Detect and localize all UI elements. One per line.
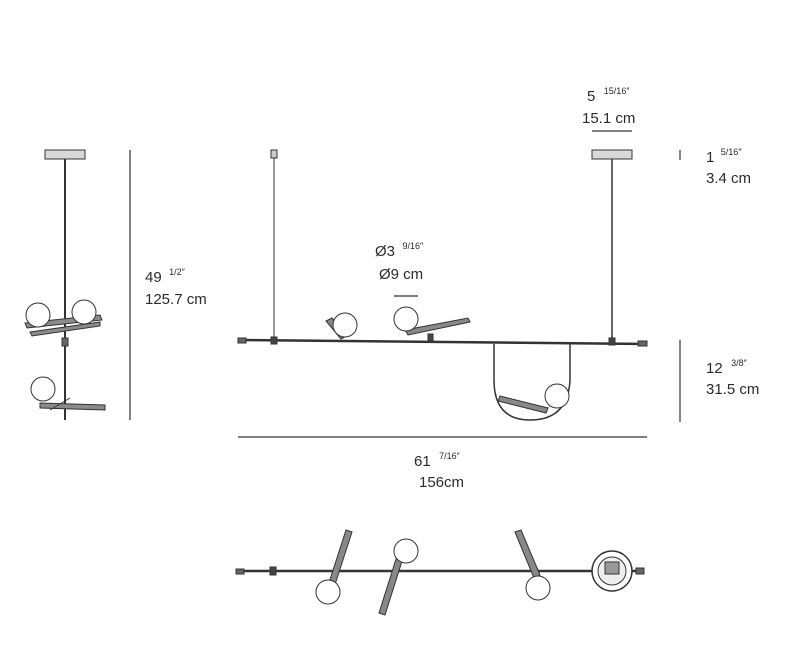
canopy-height-label: 1 5/16″ (706, 147, 742, 166)
top-arm-3 (514, 529, 541, 579)
globe-diameter-metric: Ø9 cm (379, 266, 423, 283)
side-globe-2 (71, 299, 97, 325)
side-canopy (44, 149, 86, 160)
side-view (24, 149, 106, 420)
arm-2 (404, 317, 471, 336)
canopy-width-label: 5 15/16″ (587, 86, 630, 105)
drop-height-label: 12 3/8″ (706, 358, 748, 377)
canopy-height-metric: 3.4 cm (706, 170, 751, 187)
total-height-metric: 125.7 cm (145, 291, 207, 308)
globe-2 (393, 306, 419, 332)
side-joint (61, 337, 69, 347)
top-rod-end-left (235, 568, 245, 575)
rod-end-right (637, 340, 648, 347)
canopy-width-metric: 15.1 cm (582, 110, 635, 127)
main-rod (239, 338, 648, 346)
drop-height-metric: 31.5 cm (706, 381, 759, 398)
globe-diameter-label: Ø3 9/16″ (375, 241, 424, 260)
side-globe-1 (25, 302, 51, 328)
globe-1 (332, 312, 358, 338)
total-length-metric: 156cm (419, 474, 464, 491)
top-globe-2 (393, 538, 419, 564)
top-view (235, 529, 645, 616)
front-view (237, 149, 648, 421)
left-cable-clip (270, 149, 278, 159)
side-upper-arm-2 (29, 321, 101, 337)
rod-joint-right (608, 337, 616, 346)
rod-joint-left (270, 336, 278, 345)
total-height-label: 49 1/2″ (145, 267, 186, 286)
top-rod-joint (269, 566, 277, 576)
top-arm-2 (378, 555, 404, 616)
globe-3 (544, 383, 570, 409)
arm-3 (497, 395, 549, 414)
top-globe-1 (315, 579, 341, 605)
side-globe-3 (30, 376, 56, 402)
side-lower-arm (39, 402, 106, 411)
front-canopy (591, 149, 633, 160)
rod-end-left (237, 337, 247, 344)
side-lower-link (49, 397, 71, 411)
top-globe-3 (525, 575, 551, 601)
top-canopy-plate (604, 561, 620, 575)
top-rod-end-right (635, 567, 645, 575)
total-length-label: 61 7/16″ (414, 451, 461, 470)
arm-2-joint (427, 333, 434, 342)
